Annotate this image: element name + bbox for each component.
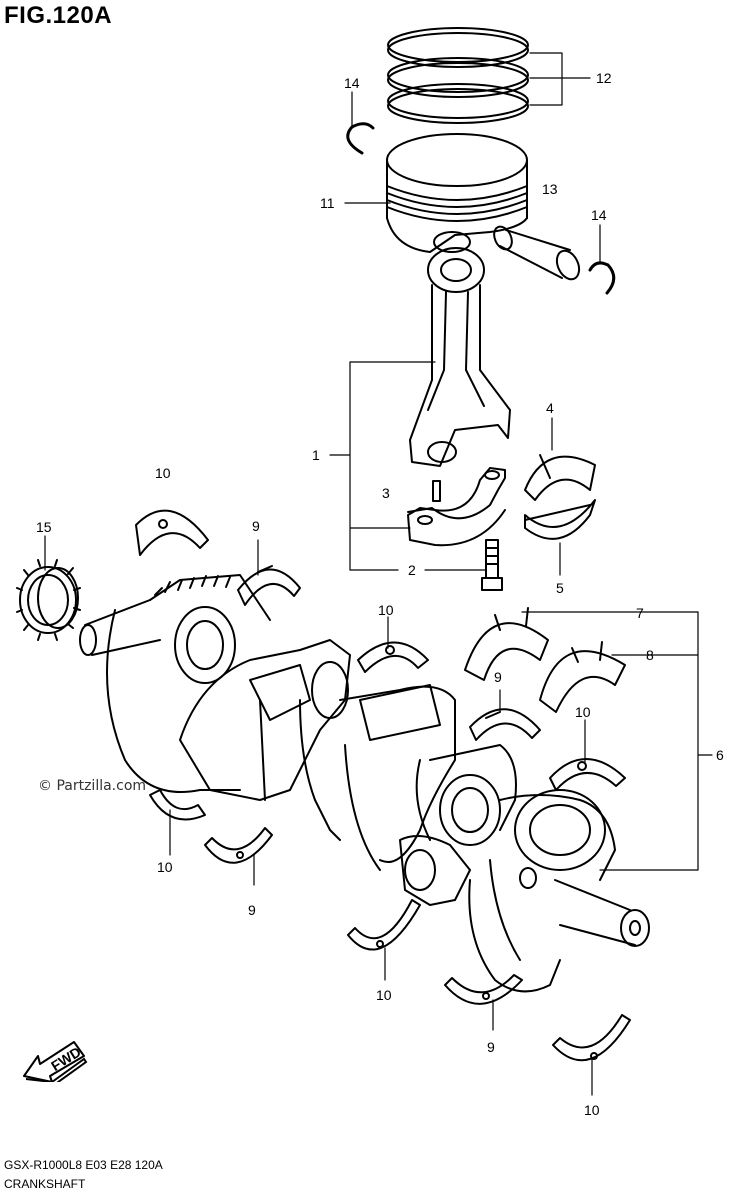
footer-code: GSX-R1000L8 E03 E28 120A <box>4 1158 163 1172</box>
piston-rings <box>387 27 529 124</box>
bearing-10-top <box>135 509 209 556</box>
callout-15: 15 <box>36 519 52 535</box>
callout-3: 3 <box>382 485 390 501</box>
callout-6: 6 <box>716 747 724 763</box>
bearing-9-mid <box>469 708 541 741</box>
callout-14-a: 14 <box>344 75 360 91</box>
circlip-right <box>588 261 616 295</box>
callout-2: 2 <box>408 562 416 578</box>
callout-1: 1 <box>312 447 320 463</box>
bearing-9-bottom <box>444 974 523 1005</box>
rod-bearing-upper <box>524 454 596 501</box>
bearing-10-bottom <box>552 1014 631 1062</box>
callout-10-e: 10 <box>376 987 392 1003</box>
leader-lines <box>44 52 713 1096</box>
callout-10-b: 10 <box>378 602 394 618</box>
callout-4: 4 <box>546 400 554 416</box>
piston-pin <box>493 225 581 281</box>
footer-name: CRANKSHAFT <box>4 1177 86 1191</box>
callout-13: 13 <box>542 181 558 197</box>
callout-9-a: 9 <box>252 518 260 534</box>
piston <box>386 133 528 253</box>
bearing-10-mid <box>357 641 429 673</box>
callout-7: 7 <box>636 605 644 621</box>
rod-cap <box>407 467 506 547</box>
crankshaft <box>79 574 650 993</box>
fwd-arrow-icon: FWD <box>23 1041 88 1082</box>
callout-12: 12 <box>596 70 612 86</box>
figure-title: FIG.120A <box>4 2 113 29</box>
bearing-10-right <box>549 758 626 791</box>
callout-14-b: 14 <box>591 207 607 223</box>
callout-10-c: 10 <box>575 704 591 720</box>
callout-9-d: 9 <box>487 1039 495 1055</box>
thrust-washer-8 <box>539 641 626 713</box>
bearing-10-lower-left <box>149 789 206 821</box>
callout-9-c: 9 <box>248 902 256 918</box>
callout-10-d: 10 <box>157 859 173 875</box>
bearing-10-lower <box>347 899 421 951</box>
rod-bearing-lower <box>524 499 596 540</box>
callout-10-a: 10 <box>155 465 171 481</box>
gear-15 <box>16 559 81 641</box>
rod-bolt <box>481 539 503 591</box>
bearing-9-lower <box>204 827 273 864</box>
connecting-rod <box>409 247 511 467</box>
callout-8: 8 <box>646 647 654 663</box>
thrust-washer-7 <box>464 607 549 681</box>
copyright-text: © Partzilla.com <box>38 778 147 794</box>
callout-11: 11 <box>320 195 335 211</box>
callout-9-b: 9 <box>494 669 502 685</box>
callout-5: 5 <box>556 580 564 596</box>
callout-10-f: 10 <box>584 1102 600 1118</box>
callout-labels: 1 2 3 4 5 6 7 8 9 9 9 9 10 10 10 10 10 1… <box>36 70 724 1118</box>
